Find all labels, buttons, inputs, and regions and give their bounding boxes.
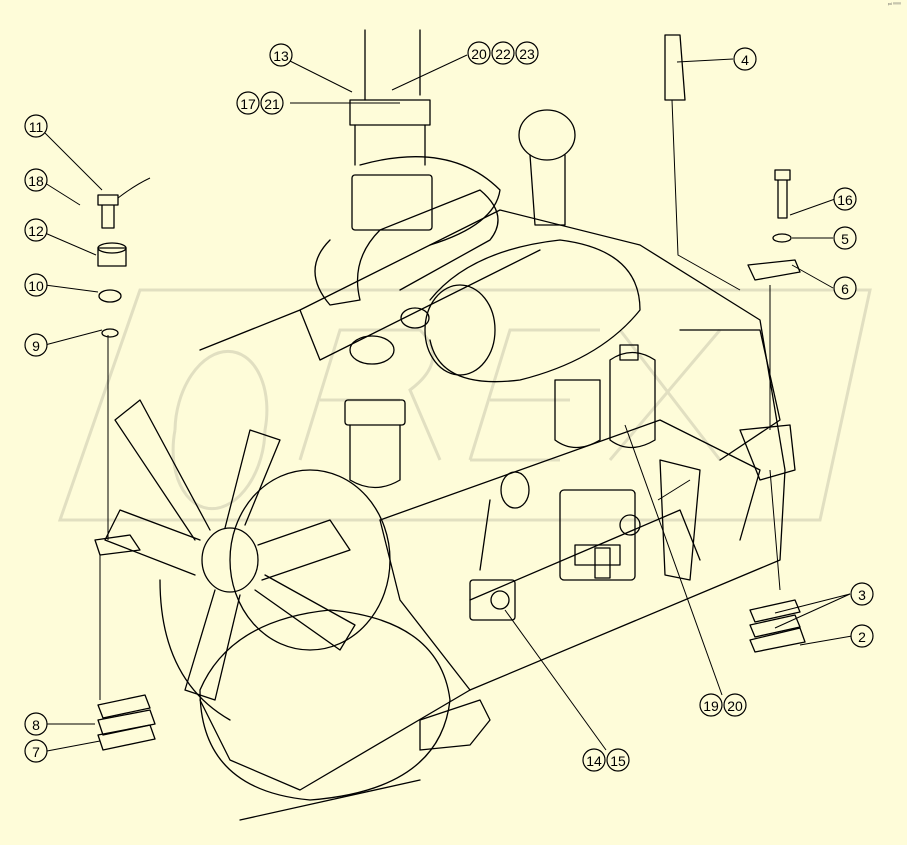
callout-9: 9 — [24, 333, 48, 357]
callout-label: 12 — [28, 223, 44, 239]
callout-6: 6 — [833, 276, 857, 300]
callout-11: 11 — [24, 114, 48, 138]
callout-20: 20 — [467, 41, 491, 65]
callout-3: 3 — [850, 582, 874, 606]
callout-label: 4 — [741, 52, 749, 68]
callout-label: 8 — [32, 717, 40, 733]
callout-8: 8 — [24, 712, 48, 736]
callout-label: 20 — [471, 46, 487, 62]
callout-4: 4 — [733, 47, 757, 71]
callout-7: 7 — [24, 739, 48, 763]
filters — [344, 344, 656, 489]
callout-label: 13 — [273, 48, 289, 64]
callout-label: 9 — [32, 338, 40, 354]
callout-22: 22 — [491, 41, 515, 65]
guide-lines — [99, 99, 781, 700]
callout-19: 19 — [699, 693, 723, 717]
callout-label: 7 — [32, 744, 40, 760]
callout-10: 10 — [24, 273, 48, 297]
callout-2: 2 — [850, 624, 874, 648]
callout-circle — [24, 333, 48, 357]
callout-balloons: 13 20 22 23 17 21 11 18 12 10 9 4 16 5 6 3 2 8 7 14 15 19 20 — [24, 41, 874, 772]
callout-14: 14 — [582, 748, 606, 772]
callout-5: 5 — [833, 226, 857, 250]
callout-20: 20 — [723, 693, 747, 717]
callout-label: 21 — [264, 96, 280, 112]
loose-parts — [94, 34, 806, 751]
callout-circle — [850, 624, 874, 648]
callout-label: 3 — [858, 587, 866, 603]
watermark-logo — [57, 288, 872, 522]
callout-label: 19 — [703, 698, 719, 714]
callout-circle — [833, 187, 857, 211]
callout-circle — [491, 41, 515, 65]
callout-circle — [699, 693, 723, 717]
callout-circle — [850, 582, 874, 606]
callout-circle — [24, 114, 48, 138]
leader-lines — [44, 54, 853, 752]
callout-label: 15 — [610, 753, 626, 769]
callout-circle — [24, 273, 48, 297]
callout-circle — [24, 218, 48, 242]
callout-label: 11 — [29, 119, 44, 135]
callout-label: 5 — [841, 231, 849, 247]
callout-circle — [467, 41, 491, 65]
callout-circle — [260, 91, 284, 115]
callout-circle — [833, 226, 857, 250]
callout-circle — [606, 748, 630, 772]
callout-circle — [24, 712, 48, 736]
callout-circle — [582, 748, 606, 772]
callout-12: 12 — [24, 218, 48, 242]
callout-label: 2 — [858, 629, 866, 645]
callout-label: 10 — [28, 278, 44, 294]
callout-label: 20 — [727, 698, 743, 714]
callout-circle — [733, 47, 757, 71]
callout-circle — [723, 693, 747, 717]
callout-circle — [24, 168, 48, 192]
injection-pump — [469, 459, 701, 621]
callout-circle — [833, 276, 857, 300]
callout-circle — [269, 43, 293, 67]
corner-mark: ᵖᵈ ⁰⁰⁰⁰ — [887, 2, 901, 8]
callout-label: 16 — [837, 192, 853, 208]
callout-17: 17 — [236, 91, 260, 115]
callout-15: 15 — [606, 748, 630, 772]
callout-label: 17 — [240, 96, 256, 112]
callout-label: 22 — [495, 46, 511, 62]
callout-18: 18 — [24, 168, 48, 192]
callout-circle — [515, 41, 539, 65]
callout-21: 21 — [260, 91, 284, 115]
callout-label: 23 — [519, 46, 535, 62]
callout-label: 6 — [841, 281, 849, 297]
callout-circle — [236, 91, 260, 115]
callout-23: 23 — [515, 41, 539, 65]
callout-13: 13 — [269, 43, 293, 67]
callout-16: 16 — [833, 187, 857, 211]
callout-label: 14 — [586, 753, 602, 769]
callout-circle — [24, 739, 48, 763]
engine-block — [199, 209, 796, 821]
air-intake — [314, 29, 641, 383]
fan-assembly — [104, 399, 451, 801]
callout-label: 18 — [28, 173, 44, 189]
